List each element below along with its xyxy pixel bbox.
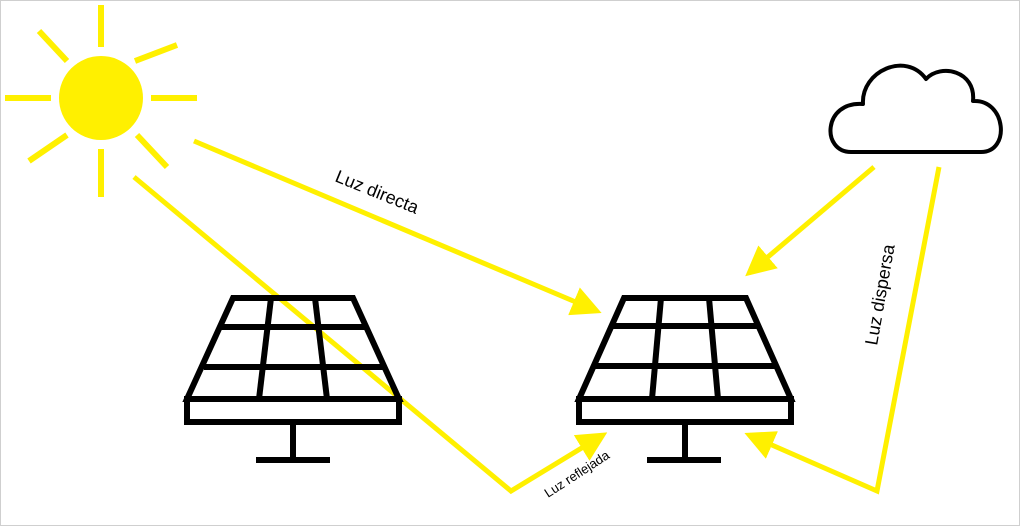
diffuse-light-arrow-1 — [745, 165, 876, 277]
reflected-light-label: Luz reflejada — [541, 447, 612, 501]
solar-panel-icon — [574, 295, 796, 463]
cloud-icon — [828, 63, 1003, 154]
diffuse-light-arrow-2 — [744, 166, 942, 495]
sun-icon — [5, 5, 197, 197]
direct-light-label: Luz directa — [333, 166, 423, 218]
direct-light-arrow — [193, 138, 602, 316]
reflected-light-arrow — [132, 175, 608, 495]
light-arrows — [132, 138, 942, 495]
solar-panel-icon — [182, 295, 404, 463]
diffuse-light-label: Luz dispersa — [861, 242, 899, 347]
